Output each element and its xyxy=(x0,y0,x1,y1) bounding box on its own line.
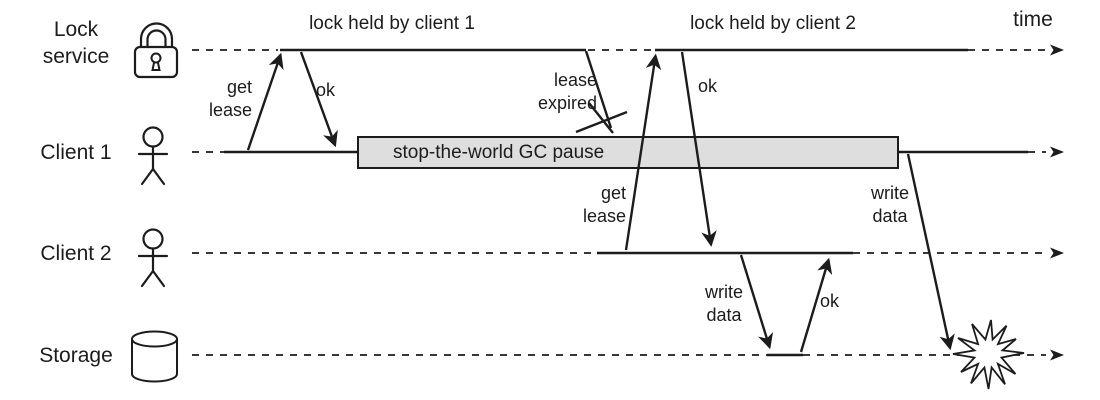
padlock-icon xyxy=(133,22,179,79)
person-icon xyxy=(137,126,169,186)
person-icon xyxy=(137,228,169,288)
ok-2-label: ok xyxy=(698,76,718,96)
gc-pause-box xyxy=(357,136,899,169)
client2-timeline-arrow-icon xyxy=(1050,247,1064,259)
explosion-icon xyxy=(952,319,1025,390)
lane-label-client-2: Client 2 xyxy=(40,242,112,265)
lease-expired-cross-stroke-1 xyxy=(575,110,628,134)
lease-expired-label: lease expired xyxy=(537,70,597,113)
ok-1-label: ok xyxy=(316,80,336,100)
write-data-1-label: write data xyxy=(870,183,909,226)
lane-label-client-1: Client 1 xyxy=(40,141,112,164)
arrow-get-lease-1 xyxy=(246,52,284,151)
ok-storage-label: ok xyxy=(820,291,840,311)
lane-label-lock-service: Lock service xyxy=(42,18,110,68)
lease-expired-cross-stroke-2 xyxy=(588,102,614,134)
client1-timeline-arrow-icon xyxy=(1050,146,1064,158)
lock-timeline-arrow-icon xyxy=(1050,44,1064,56)
arrow-ok-1 xyxy=(299,51,338,148)
arrow-ok-2 xyxy=(680,51,717,247)
get-lease-2-label: get lease xyxy=(582,183,626,226)
storage-timeline-arrow-icon xyxy=(1050,349,1064,361)
arrow-write-data-2 xyxy=(739,254,774,350)
gc-pause-label: stop-the-world GC pause xyxy=(393,142,605,163)
time-axis-label: time xyxy=(1013,8,1053,31)
arrow-write-data-1 xyxy=(906,153,955,351)
lease-expired-line xyxy=(584,50,613,129)
get-lease-1-label: get lease xyxy=(208,77,252,120)
arrow-ok-storage xyxy=(799,257,833,353)
write-data-2-label: write data xyxy=(704,282,743,325)
message-arrows xyxy=(246,50,955,353)
lane-solid-segments xyxy=(224,48,1028,357)
timeline-end-arrows xyxy=(1050,44,1064,361)
arrow-get-lease-2 xyxy=(624,53,662,251)
lane-label-storage: Storage xyxy=(39,344,113,367)
database-cylinder-icon xyxy=(131,330,178,383)
lock-held-by-client-2-label: lock held by client 2 xyxy=(690,13,856,34)
lock-held-by-client-1-label: lock held by client 1 xyxy=(309,13,475,34)
